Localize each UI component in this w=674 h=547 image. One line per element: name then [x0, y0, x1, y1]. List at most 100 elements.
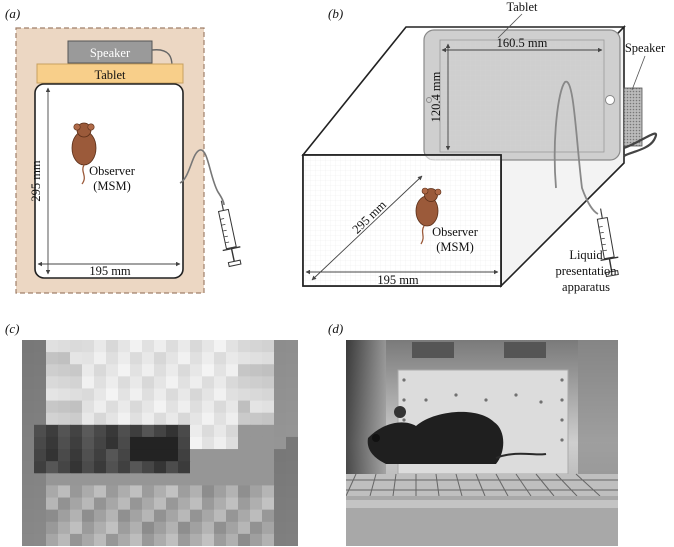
- pixel-block: [166, 352, 179, 365]
- pixel-block: [214, 473, 227, 486]
- pixel-block: [130, 473, 143, 486]
- pixel-block: [106, 497, 119, 511]
- pixel-block: [154, 424, 167, 438]
- pixel-block: [238, 400, 251, 414]
- pixel-block: [46, 509, 59, 523]
- pixel-block: [286, 412, 298, 426]
- mouse-icon: [71, 122, 97, 185]
- pixel-block: [262, 533, 275, 546]
- pixel-block: [214, 340, 227, 353]
- speaker-leader-line: [631, 55, 646, 91]
- pixel-block: [130, 497, 143, 511]
- pixel-block: [130, 412, 143, 426]
- pixel-block: [46, 461, 59, 474]
- pixel-block: [118, 449, 131, 462]
- pixel-block: [202, 388, 215, 402]
- tablet-bar: [36, 63, 184, 84]
- height-label: 295 mm: [29, 160, 43, 202]
- pixel-block: [94, 533, 107, 546]
- pixel-block: [250, 364, 263, 377]
- pixel-block: [214, 509, 227, 523]
- pixel-block: [106, 509, 119, 523]
- pixel-block: [130, 485, 143, 499]
- pixel-block: [130, 376, 143, 389]
- pixel-block: [238, 352, 251, 365]
- pixel-block: [178, 364, 191, 377]
- pixel-block: [142, 461, 155, 474]
- pixel-block: [58, 509, 71, 523]
- syringe-icon: [217, 200, 242, 268]
- pixel-block: [58, 473, 71, 486]
- panel-c-label: (c): [5, 321, 20, 336]
- pixel-block: [58, 424, 71, 438]
- pixel-block: [190, 521, 203, 535]
- pixel-block: [166, 436, 179, 450]
- pixel-block: [250, 521, 263, 535]
- pixel-block: [70, 473, 83, 486]
- pixel-block: [70, 521, 83, 535]
- pixel-block: [286, 364, 298, 377]
- pixel-block: [262, 400, 275, 414]
- pixel-block: [286, 473, 298, 486]
- pixel-block: [178, 485, 191, 499]
- pixel-block: [118, 340, 131, 353]
- pixel-block: [22, 376, 35, 389]
- screen-height-label: 120.4 mm: [429, 71, 443, 122]
- pixel-block: [22, 473, 35, 486]
- pixel-block: [82, 497, 95, 511]
- pixel-block: [46, 473, 59, 486]
- pixel-block: [34, 509, 47, 523]
- pixel-block: [58, 521, 71, 535]
- pixel-block: [166, 509, 179, 523]
- pixel-block: [202, 449, 215, 462]
- pixel-block: [46, 533, 59, 546]
- pixel-block: [166, 400, 179, 414]
- pixel-block: [22, 449, 35, 462]
- pixel-block: [178, 461, 191, 474]
- pixel-block: [262, 461, 275, 474]
- pixel-block: [274, 352, 287, 365]
- pixel-block: [22, 352, 35, 365]
- panel-b-diagram: 160.5 mm 120.4 mm Tablet Speaker 295 mm …: [301, 0, 666, 294]
- pixel-block: [274, 400, 287, 414]
- pixel-block: [190, 449, 203, 462]
- tablet-screen-grid: [439, 39, 605, 153]
- pixel-block: [82, 400, 95, 414]
- cage-grid-floor: [346, 474, 618, 496]
- pixel-block: [22, 497, 35, 511]
- pixel-block: [178, 424, 191, 438]
- pixel-block: [238, 424, 251, 438]
- pixel-block: [118, 400, 131, 414]
- pixel-block: [106, 533, 119, 546]
- pixel-block: [250, 509, 263, 523]
- pixel-block: [190, 473, 203, 486]
- pixel-block: [274, 461, 287, 474]
- pixel-block: [214, 364, 227, 377]
- pixel-block: [142, 340, 155, 353]
- pixel-block: [106, 461, 119, 474]
- pixel-block: [190, 485, 203, 499]
- pixel-block: [130, 352, 143, 365]
- pixel-block: [286, 340, 298, 353]
- pixel-block: [262, 376, 275, 389]
- panel-c-pixelated-image: [22, 340, 298, 546]
- pixel-block: [190, 533, 203, 546]
- pixel-block: [22, 388, 35, 402]
- depth-dimension-line: [311, 175, 423, 281]
- pixel-block: [58, 376, 71, 389]
- pixel-block: [106, 412, 119, 426]
- panel-a-diagram: Speaker Tablet 295 mm 195 mm Observer (M…: [15, 27, 242, 294]
- pixel-block: [70, 388, 83, 402]
- pixel-block: [70, 400, 83, 414]
- speaker-label: Speaker: [625, 41, 666, 55]
- pixel-block: [58, 485, 71, 499]
- pixel-block: [178, 533, 191, 546]
- pixel-block: [34, 473, 47, 486]
- pixel-block: [118, 364, 131, 377]
- pixel-block: [274, 412, 287, 426]
- pixel-block: [22, 509, 35, 523]
- pixel-block: [106, 485, 119, 499]
- pixel-block: [286, 521, 298, 535]
- pixel-block: [22, 533, 35, 546]
- pixel-block: [82, 340, 95, 353]
